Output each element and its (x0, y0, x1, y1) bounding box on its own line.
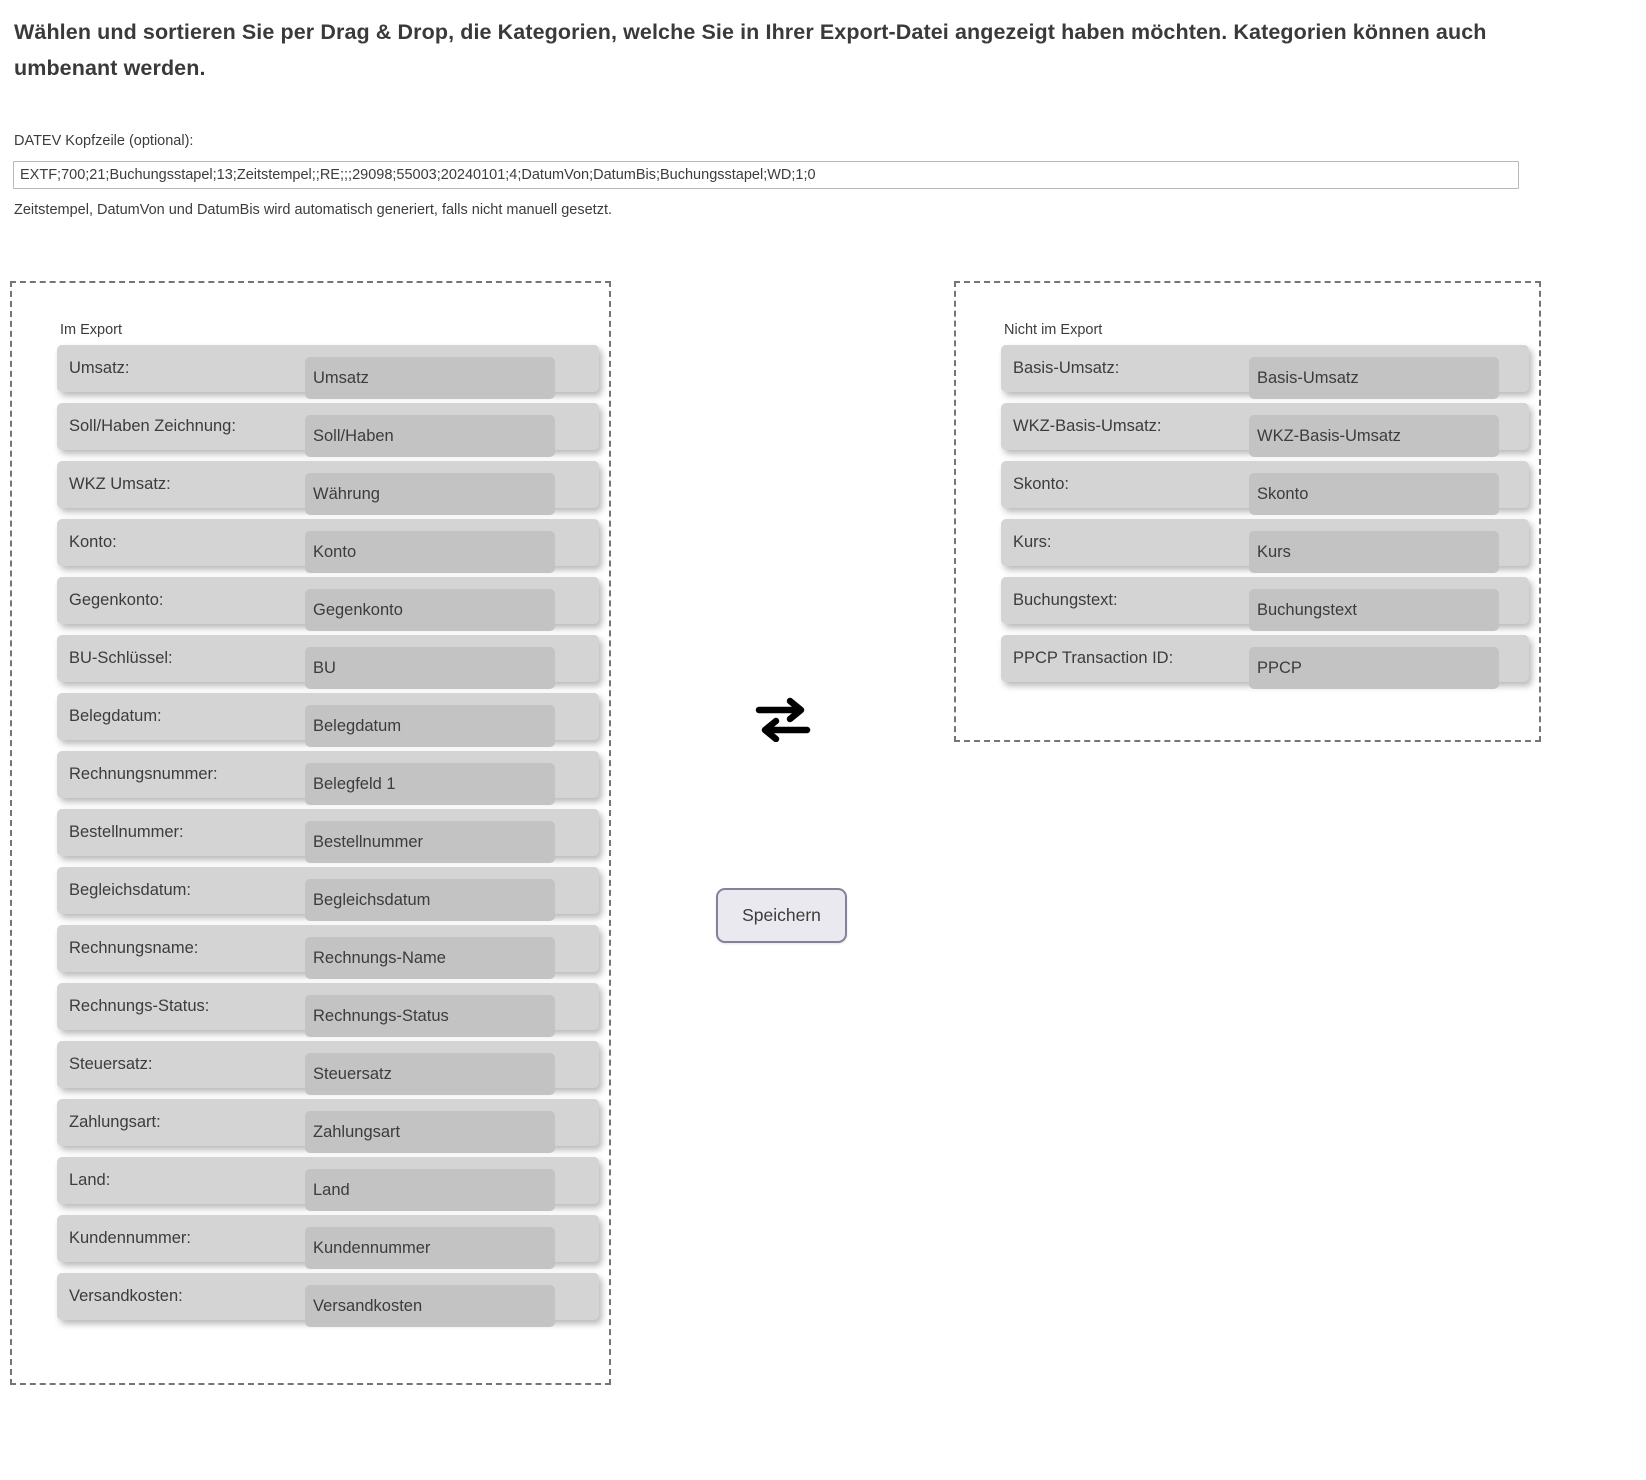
category-item[interactable]: Umsatz: (57, 345, 599, 399)
category-item-rename-input[interactable] (305, 879, 555, 921)
category-item-label: Skonto: (1013, 475, 1069, 493)
category-item-rename-input[interactable] (305, 415, 555, 457)
category-item[interactable]: Gegenkonto: (57, 577, 599, 631)
dropzone-included[interactable]: Im Export Umsatz: Soll/Haben Zeichnung: WK… (10, 281, 611, 1385)
category-item-rename-input[interactable] (1249, 473, 1499, 515)
category-item[interactable]: Belegdatum: (57, 693, 599, 747)
dropzone-excluded-title: Nicht im Export (1004, 322, 1103, 338)
category-item-rename-input[interactable] (305, 821, 555, 863)
category-item-label: Rechnungsnummer: (69, 765, 218, 783)
category-list-excluded[interactable]: Basis-Umsatz: WKZ-Basis-Umsatz: Skonto: Kur… (1001, 345, 1529, 693)
category-item[interactable]: WKZ Umsatz: (57, 461, 599, 515)
category-item-rename-input[interactable] (1249, 531, 1499, 573)
category-item[interactable]: Skonto: (1001, 461, 1529, 515)
swap-horizontal-icon[interactable] (752, 688, 814, 750)
category-item-rename-input[interactable] (305, 763, 555, 805)
category-item-label: Zahlungsart: (69, 1113, 161, 1131)
category-item[interactable]: Land: (57, 1157, 599, 1211)
category-item-label: Buchungstext: (1013, 591, 1118, 609)
category-item-label: Kundennummer: (69, 1229, 191, 1247)
category-item-label: Belegdatum: (69, 707, 162, 725)
category-item-rename-input[interactable] (1249, 647, 1499, 689)
category-item-label: WKZ Umsatz: (69, 475, 171, 493)
category-item[interactable]: BU-Schlüssel: (57, 635, 599, 689)
category-item-rename-input[interactable] (305, 937, 555, 979)
category-item-rename-input[interactable] (1249, 415, 1499, 457)
category-item[interactable]: Kurs: (1001, 519, 1529, 573)
category-item-rename-input[interactable] (305, 1111, 555, 1153)
category-item-label: Bestellnummer: (69, 823, 184, 841)
category-item-rename-input[interactable] (305, 473, 555, 515)
category-item[interactable]: Begleichsdatum: (57, 867, 599, 921)
category-item-rename-input[interactable] (305, 589, 555, 631)
category-item-label: BU-Schlüssel: (69, 649, 173, 667)
category-item[interactable]: WKZ-Basis-Umsatz: (1001, 403, 1529, 457)
page-title: Wählen und sortieren Sie per Drag & Drop… (14, 20, 1487, 80)
category-item-label: Basis-Umsatz: (1013, 359, 1120, 377)
category-item-rename-input[interactable] (305, 705, 555, 747)
category-item-label: Konto: (69, 533, 117, 551)
datev-header-input[interactable] (13, 161, 1519, 189)
category-item-label: Land: (69, 1171, 111, 1189)
category-item[interactable]: Rechnungsnummer: (57, 751, 599, 805)
category-item[interactable]: Basis-Umsatz: (1001, 345, 1529, 399)
datev-header-hint: Zeitstempel, DatumVon und DatumBis wird … (14, 202, 612, 218)
category-item-rename-input[interactable] (1249, 357, 1499, 399)
category-item[interactable]: Buchungstext: (1001, 577, 1529, 631)
category-item[interactable]: Kundennummer: (57, 1215, 599, 1269)
category-list-included[interactable]: Umsatz: Soll/Haben Zeichnung: WKZ Umsatz: K… (57, 345, 599, 1331)
category-item-rename-input[interactable] (305, 1285, 555, 1327)
category-item-label: WKZ-Basis-Umsatz: (1013, 417, 1162, 435)
category-item-rename-input[interactable] (305, 357, 555, 399)
category-item[interactable]: Rechnungsname: (57, 925, 599, 979)
dropzone-excluded[interactable]: Nicht im Export Basis-Umsatz: WKZ-Basis-U… (954, 281, 1541, 742)
category-item[interactable]: Zahlungsart: (57, 1099, 599, 1153)
datev-header-label: DATEV Kopfzeile (optional): (14, 133, 194, 149)
category-item-rename-input[interactable] (305, 995, 555, 1037)
category-item-rename-input[interactable] (305, 647, 555, 689)
category-item-rename-input[interactable] (305, 531, 555, 573)
category-item[interactable]: Bestellnummer: (57, 809, 599, 863)
category-item[interactable]: Konto: (57, 519, 599, 573)
dropzone-included-title: Im Export (60, 322, 123, 338)
category-item-label: Rechnungsname: (69, 939, 199, 957)
category-item-label: Soll/Haben Zeichnung: (69, 417, 236, 435)
category-item-rename-input[interactable] (305, 1053, 555, 1095)
category-item-rename-input[interactable] (305, 1169, 555, 1211)
category-item-label: Rechnungs-Status: (69, 997, 210, 1015)
category-item[interactable]: Steuersatz: (57, 1041, 599, 1095)
category-item-rename-input[interactable] (305, 1227, 555, 1269)
category-item-label: Steuersatz: (69, 1055, 153, 1073)
category-item-label: Umsatz: (69, 359, 130, 377)
category-item-label: PPCP Transaction ID: (1013, 649, 1174, 667)
category-item-label: Gegenkonto: (69, 591, 164, 609)
category-item[interactable]: Rechnungs-Status: (57, 983, 599, 1037)
save-button[interactable]: Speichern (716, 888, 847, 943)
category-item[interactable]: PPCP Transaction ID: (1001, 635, 1529, 689)
category-item[interactable]: Versandkosten: (57, 1273, 599, 1327)
category-item-label: Begleichsdatum: (69, 881, 191, 899)
category-item-rename-input[interactable] (1249, 589, 1499, 631)
category-item[interactable]: Soll/Haben Zeichnung: (57, 403, 599, 457)
category-item-label: Versandkosten: (69, 1287, 183, 1305)
category-item-label: Kurs: (1013, 533, 1052, 551)
